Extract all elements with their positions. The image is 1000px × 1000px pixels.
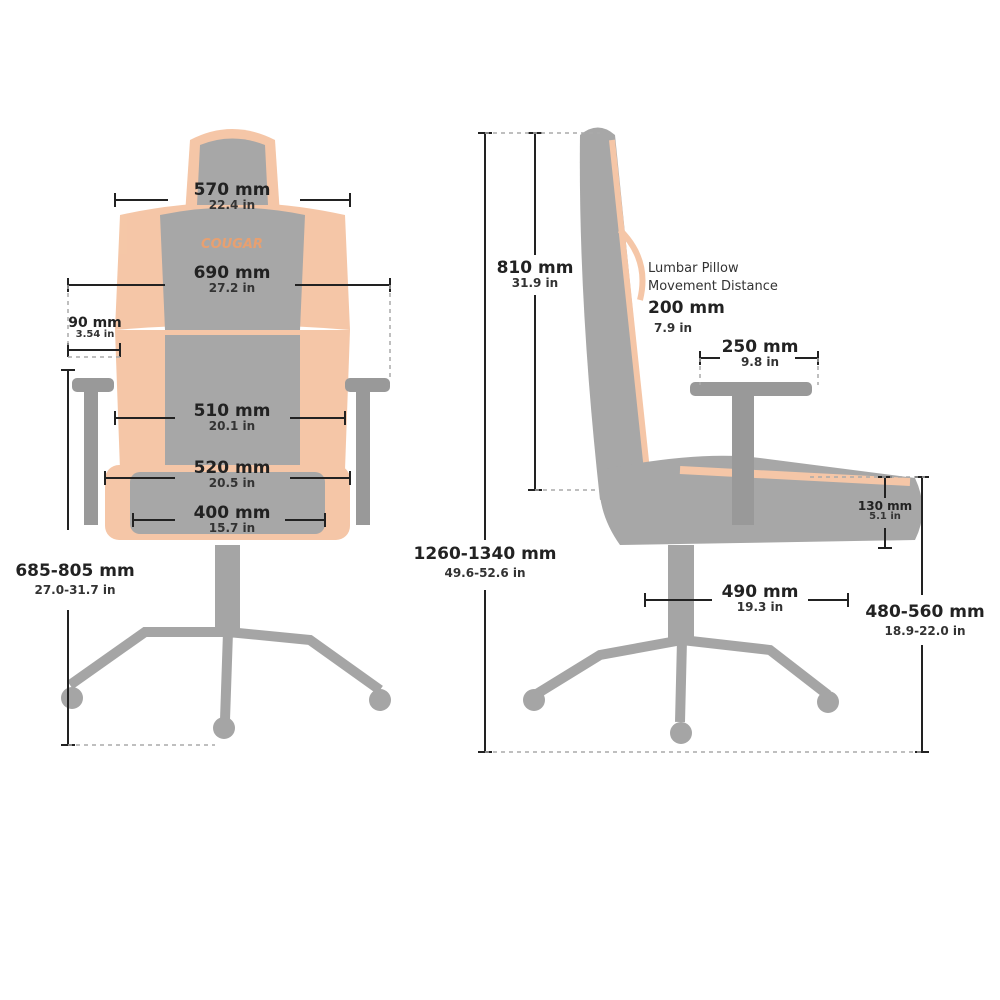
dimension-lines [61, 132, 929, 753]
lumbar-pillow-in: 7.9 in [654, 321, 693, 336]
backrest-height-in: 31.9 in [511, 276, 559, 290]
armrest-adjust-mm: 90 mm [68, 315, 122, 331]
total-height-in: 49.6-52.6 in [444, 566, 526, 580]
total-height-mm: 1260-1340 mm [413, 544, 557, 564]
lumbar-width-in: 20.1 in [208, 419, 256, 433]
cougar-logo: COUGAR [201, 237, 263, 252]
seat-height-mm: 480-560 mm [865, 602, 985, 622]
armrest-length-in: 9.8 in [740, 355, 780, 369]
armrest-height-mm: 685-805 mm [15, 561, 135, 581]
seat-height-in: 18.9-22.0 in [884, 624, 966, 638]
lumbar-pillow-line1: Lumbar Pillow [648, 261, 739, 276]
seat-depth-in: 19.3 in [736, 600, 784, 614]
seat-thickness-mm: 130 mm [857, 499, 913, 513]
seat-inner-width-in: 15.7 in [208, 521, 256, 535]
seat-width-in: 20.5 in [208, 476, 256, 490]
lumbar-pillow-line2: Movement Distance [648, 278, 778, 294]
front-chair-illustration [61, 129, 391, 739]
lumbar-width-mm: 510 mm [193, 401, 271, 421]
seat-depth-mm: 490 mm [721, 582, 799, 602]
backrest-width-mm: 690 mm [193, 263, 271, 283]
headrest-width-in: 22.4 in [208, 198, 256, 212]
side-chair-illustration [523, 127, 923, 744]
backrest-height-mm: 810 mm [496, 258, 574, 278]
lumbar-pillow-label: Lumbar Pillow Movement Distance 200 mm 7… [648, 260, 778, 336]
armrest-adjust-in: 3.54 in [75, 329, 115, 340]
total-height-label: 1260-1340 mm 49.6-52.6 in [413, 544, 557, 580]
seat-thickness-in: 5.1 in [869, 511, 901, 522]
headrest-width-mm: 570 mm [193, 180, 271, 200]
seat-height-label: 480-560 mm 18.9-22.0 in [865, 602, 985, 638]
seat-width-mm: 520 mm [193, 458, 271, 478]
guide-lines [67, 132, 925, 753]
armrest-height-in: 27.0-31.7 in [34, 583, 116, 597]
armrest-height-label: 685-805 mm 27.0-31.7 in [15, 561, 135, 597]
backrest-width-in: 27.2 in [208, 281, 256, 295]
seat-inner-width-mm: 400 mm [193, 503, 271, 523]
armrest-length-mm: 250 mm [721, 337, 799, 357]
lumbar-pillow-mm: 200 mm [648, 298, 725, 319]
